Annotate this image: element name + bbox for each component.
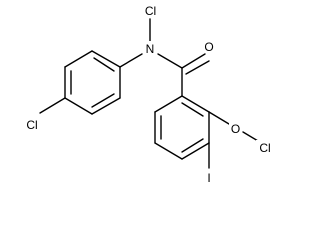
bond-n-aryl xyxy=(119,53,143,68)
atom-label-cl-para: Cl xyxy=(23,117,41,132)
atom-label-cl-n: Cl xyxy=(142,3,159,18)
ring-right-inner-double xyxy=(181,102,204,117)
ring-left-bond xyxy=(64,97,93,115)
svg-text:N: N xyxy=(146,42,155,56)
ring-left-bond xyxy=(64,50,93,68)
atom-label-cl-o: Cl xyxy=(256,140,274,155)
atom-label-o-ether: O xyxy=(229,121,242,136)
molecule-structure-diagram: Cl N O O Cl Cl I xyxy=(23,3,274,185)
ring-right-bond xyxy=(181,95,210,113)
svg-text:Cl: Cl xyxy=(259,141,270,155)
ring-right-bond xyxy=(154,142,183,160)
bond-n-carbonyl-carbon xyxy=(157,53,183,69)
atom-label-i: I xyxy=(204,170,214,185)
ring-left-bond xyxy=(91,50,121,68)
svg-text:O: O xyxy=(231,122,240,136)
ring-right-bond xyxy=(181,142,210,160)
ring-right-inner-double xyxy=(181,138,204,153)
ring-left-inner-double xyxy=(93,57,115,72)
bond-carbonyl-double-1 xyxy=(181,53,206,69)
bond-ring-o xyxy=(208,111,230,125)
ring-left-inner-double xyxy=(91,93,115,108)
atom-label-o-carbonyl: O xyxy=(203,39,215,54)
svg-text:Cl: Cl xyxy=(26,118,37,132)
bond-para-cl xyxy=(39,97,66,114)
ring-right-bond xyxy=(154,95,183,113)
svg-text:I: I xyxy=(207,171,210,185)
svg-text:O: O xyxy=(204,40,213,54)
atom-label-n: N xyxy=(144,41,156,56)
svg-text:Cl: Cl xyxy=(145,4,156,18)
bond-carbonyl-double-2 xyxy=(185,60,210,75)
ring-left-bond xyxy=(91,97,121,115)
bond-o-cl xyxy=(242,131,259,142)
